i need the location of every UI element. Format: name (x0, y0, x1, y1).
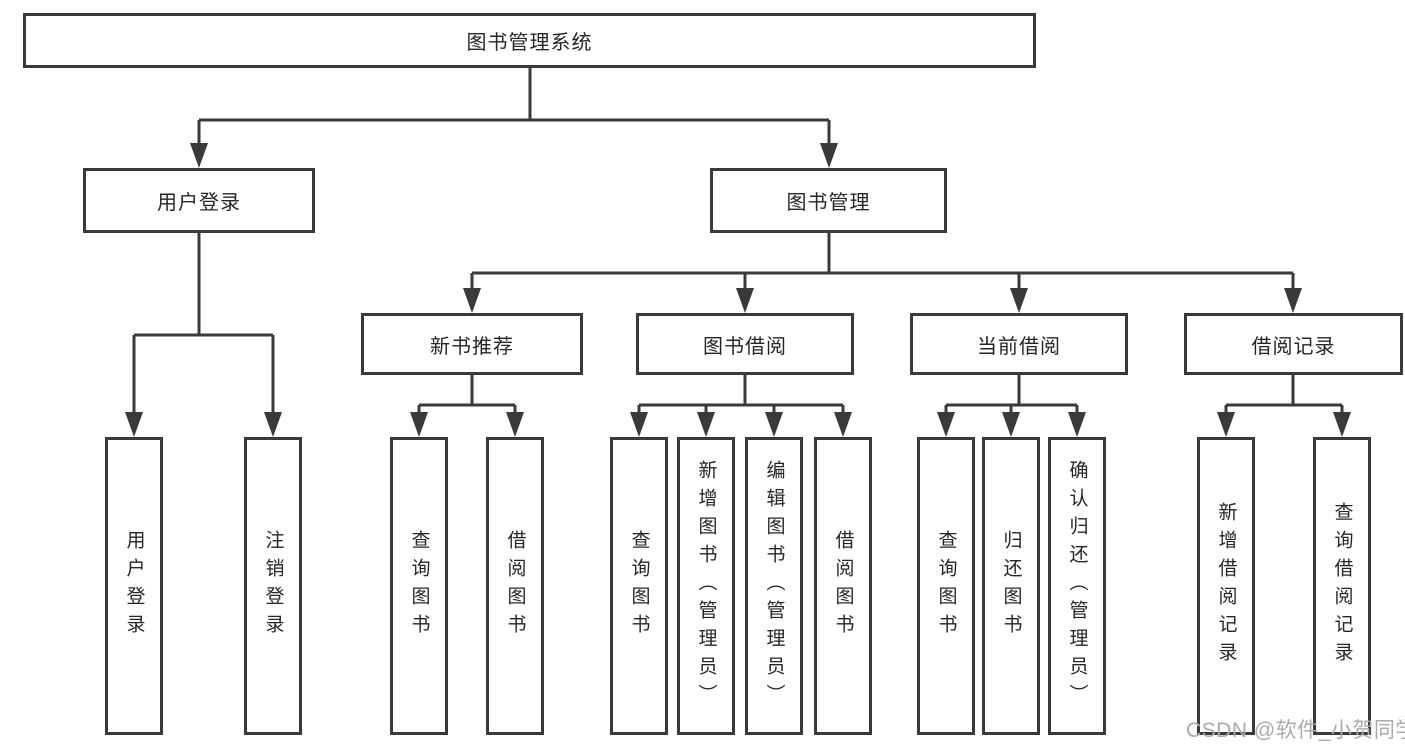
node-book-borrowing: 图书借阅 (636, 313, 854, 375)
leaf-confirm-return-admin: 确认归还（管理员） (1048, 437, 1106, 735)
node-borrow-records: 借阅记录 (1184, 313, 1403, 375)
node-label: 注销登录 (262, 530, 284, 642)
node-label: 借阅图书 (504, 530, 526, 642)
leaf-query-books-1: 查询图书 (390, 437, 448, 735)
leaf-return-books: 归还图书 (982, 437, 1040, 735)
leaf-add-borrow-record: 新增借阅记录 (1197, 437, 1255, 735)
node-label: 编辑图书（管理员） (763, 460, 785, 712)
node-label: 图书借阅 (703, 335, 787, 358)
leaf-user-login: 用户登录 (105, 437, 163, 735)
node-label: 当前借阅 (977, 335, 1061, 358)
leaf-add-books-admin: 新增图书（管理员） (677, 437, 735, 735)
leaf-logout: 注销登录 (244, 437, 302, 735)
node-label: 借阅图书 (832, 530, 854, 642)
node-label: 用户登录 (123, 530, 145, 642)
node-label: 查询借阅记录 (1331, 502, 1353, 670)
node-label: 新增图书（管理员） (695, 460, 717, 712)
node-user-login: 用户登录 (83, 168, 315, 233)
node-new-book-recommend: 新书推荐 (361, 313, 583, 375)
node-label: 归还图书 (1000, 530, 1022, 642)
node-label: 借阅记录 (1251, 335, 1336, 358)
leaf-query-borrow-record: 查询借阅记录 (1313, 437, 1371, 735)
node-label: 图书管理 (786, 192, 871, 214)
node-label: 图书管理系统 (466, 32, 593, 54)
csdn-watermark: CSDN @软件_小贺同学 (1186, 719, 1405, 742)
leaf-query-books-3: 查询图书 (917, 437, 975, 735)
node-current-borrowing: 当前借阅 (910, 313, 1128, 375)
node-label: 用户登录 (157, 192, 241, 214)
node-label: 查询图书 (628, 530, 650, 642)
leaf-borrow-books-1: 借阅图书 (486, 437, 544, 735)
node-label: 查询图书 (935, 530, 957, 642)
node-system-root: 图书管理系统 (23, 13, 1036, 68)
leaf-borrow-books-2: 借阅图书 (814, 437, 872, 735)
node-label: 确认归还（管理员） (1066, 460, 1088, 712)
arrowheads (125, 143, 1351, 437)
node-label: 查询图书 (408, 530, 430, 642)
node-label: 新增借阅记录 (1215, 502, 1237, 670)
node-book-management: 图书管理 (710, 168, 947, 233)
leaf-edit-books-admin: 编辑图书（管理员） (745, 437, 803, 735)
leaf-query-books-2: 查询图书 (610, 437, 668, 735)
node-label: 新书推荐 (430, 335, 514, 358)
